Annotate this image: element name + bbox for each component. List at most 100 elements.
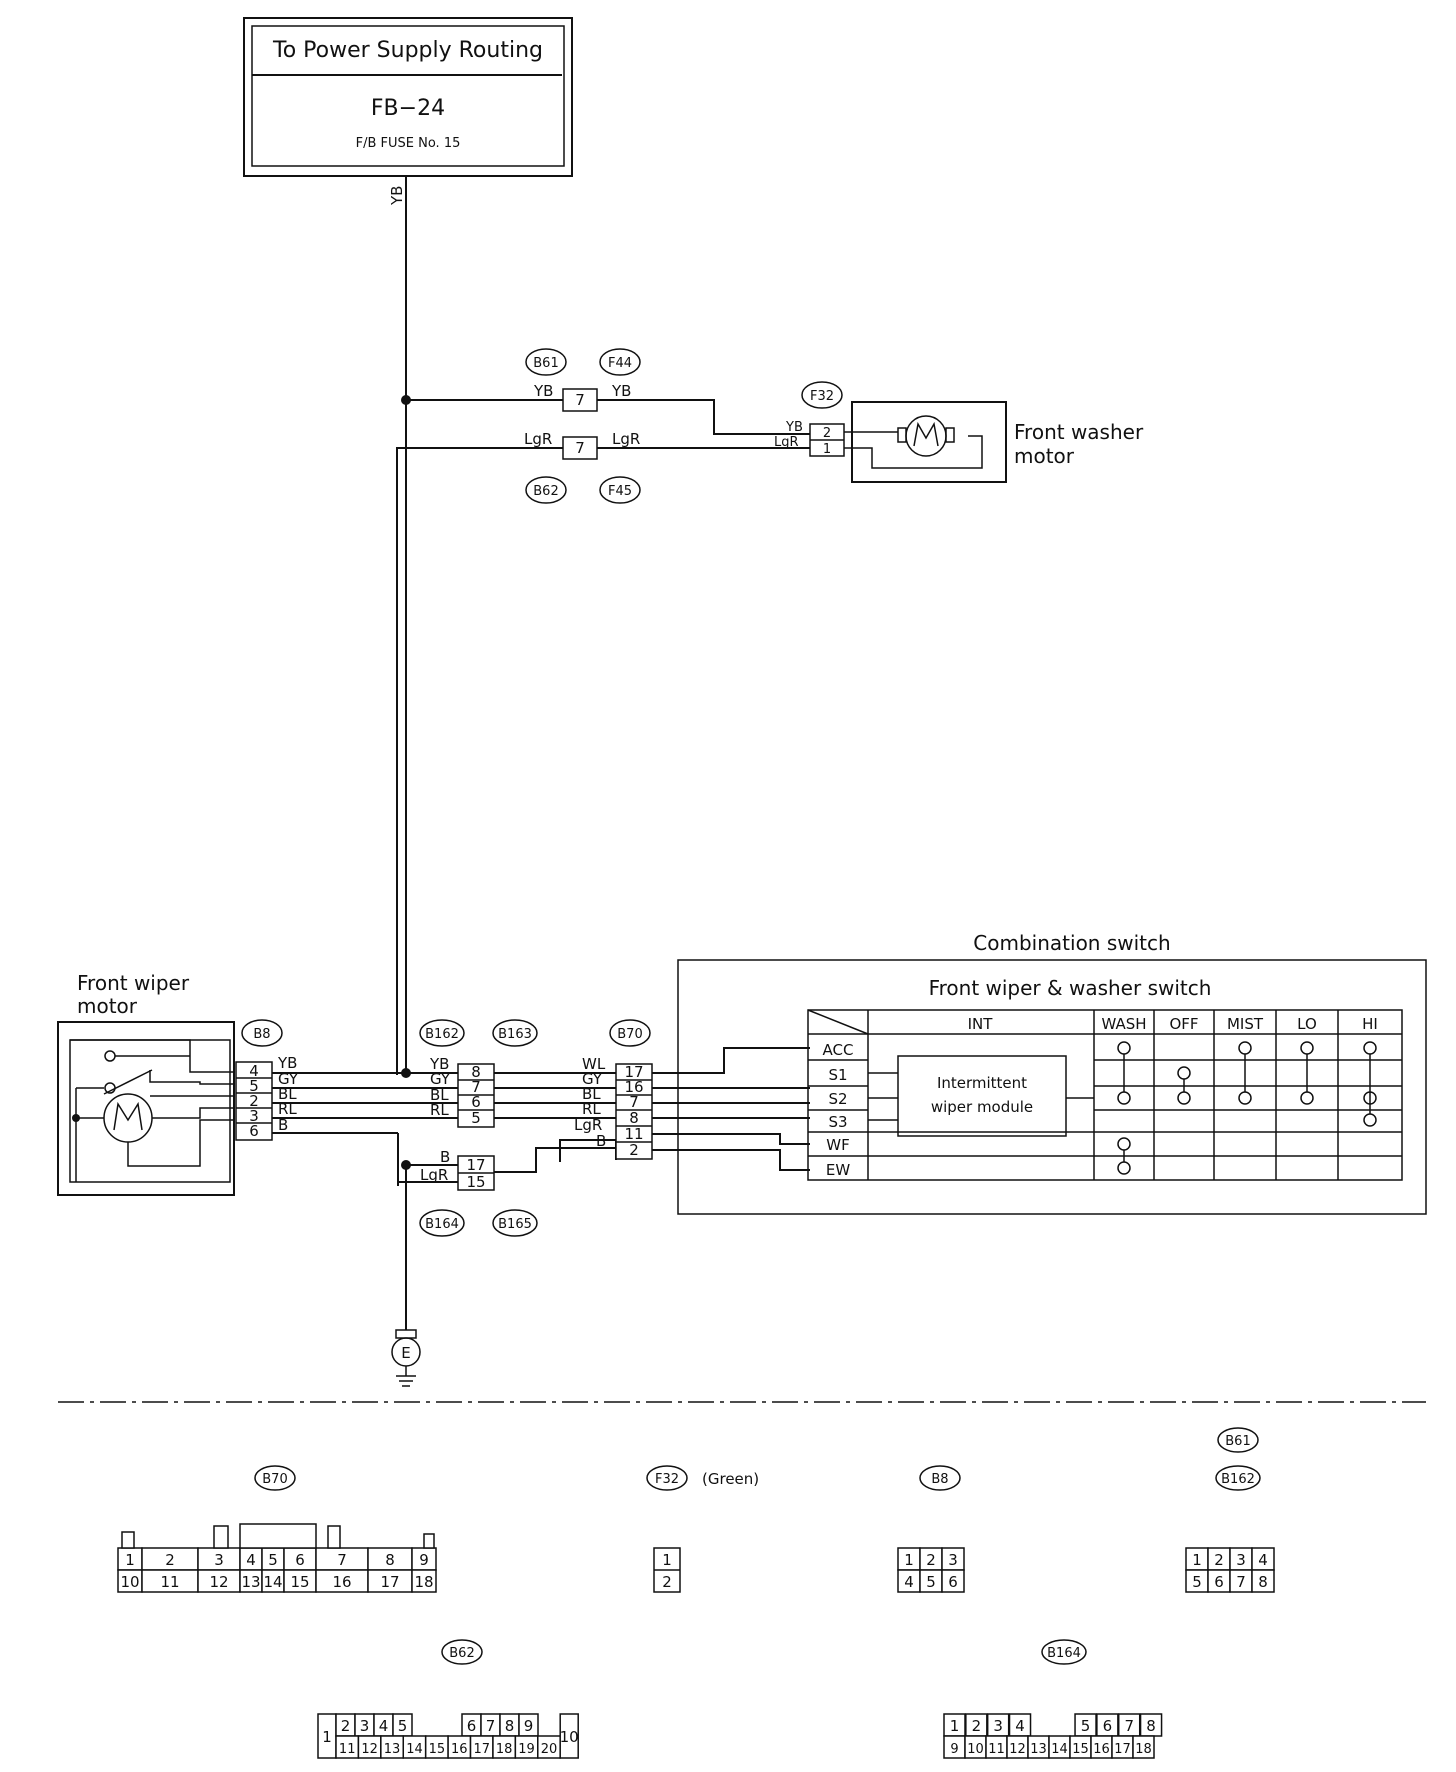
b62-pin-label: 5 — [398, 1717, 408, 1735]
b164-pin-label: 18 — [1135, 1742, 1152, 1757]
b8-pin-2: 2 — [249, 1092, 259, 1110]
b70-pin-8: 8 — [629, 1109, 639, 1127]
b61-pin-label: 7 — [1236, 1573, 1246, 1591]
row-wf: WF — [826, 1136, 849, 1154]
b8-pin-5: 5 — [249, 1077, 259, 1095]
connector-tag-f44: F44 — [608, 356, 632, 371]
b164-pin-label: 15 — [1072, 1742, 1089, 1757]
pin-b62: 7 — [575, 439, 585, 457]
b8-pin-label: 5 — [926, 1573, 936, 1591]
b164-pin-label: 3 — [993, 1717, 1003, 1735]
connector-tag-b8: B8 — [253, 1027, 270, 1042]
b70-wire-wl: WL — [582, 1055, 606, 1073]
connector-b164-b165: 17 15 B LgR B164 B165 — [398, 1148, 538, 1237]
connector-tag-f32: F32 — [810, 389, 834, 404]
b70-pin-label: 6 — [295, 1551, 305, 1569]
front-washer-motor: F32 2 1 YB LgR Front washer motor — [774, 381, 1144, 483]
b164-pin-label: 2 — [972, 1717, 982, 1735]
b70-wire-b: B — [596, 1132, 606, 1150]
b8-cell — [941, 1569, 965, 1593]
b70-latch — [213, 1525, 229, 1549]
b8-pin-3: 3 — [249, 1107, 259, 1125]
fuse-label: F/B FUSE No. 15 — [356, 136, 461, 151]
b62-pin-label: 19 — [518, 1742, 535, 1757]
b62-pin-label: 2 — [341, 1717, 351, 1735]
b70-wire-bl: BL — [582, 1085, 601, 1103]
b70-wire-lgr: LgR — [574, 1116, 602, 1134]
view-tag-b61: B61 — [1225, 1434, 1250, 1449]
view-tag-f32: F32 — [655, 1472, 679, 1487]
b62-pin-label: 17 — [473, 1742, 490, 1757]
b70-pin-label: 10 — [120, 1573, 139, 1591]
washer-wire-yb: YB — [785, 420, 803, 435]
power-supply-box: To Power Supply Routing FB−24 F/B FUSE N… — [243, 17, 573, 177]
b164-pin-label: 13 — [1030, 1742, 1047, 1757]
b62-pin-label: 12 — [361, 1742, 378, 1757]
b70-pin-label: 15 — [290, 1573, 309, 1591]
b164-pin-label: 7 — [1124, 1717, 1134, 1735]
b164-cell — [1132, 1735, 1155, 1759]
b164-pin-label: 12 — [1009, 1742, 1026, 1757]
b70-pin-label: 12 — [209, 1573, 228, 1591]
b70-latch — [121, 1531, 135, 1549]
b162-wire-bl: BL — [430, 1086, 449, 1104]
row-acc: ACC — [823, 1041, 854, 1059]
b164-pin-label: 16 — [1093, 1742, 1110, 1757]
int-header: INT — [968, 1015, 994, 1033]
b8-pin-label: 1 — [904, 1551, 914, 1569]
main-wire-color: YB — [388, 186, 406, 206]
wire-yb-right: YB — [611, 382, 631, 400]
b70-pin-label: 17 — [380, 1573, 399, 1591]
position-hi: HI — [1362, 1015, 1378, 1033]
wiper-harness — [272, 1072, 458, 1134]
wire-yb-left: YB — [533, 382, 553, 400]
module-label-2: wiper module — [931, 1098, 1033, 1116]
b70-pin-17: 17 — [624, 1063, 643, 1081]
b62-pin-label: 7 — [486, 1717, 496, 1735]
b164-pin-label: 1 — [950, 1717, 960, 1735]
b62-pin-label: 1 — [322, 1728, 332, 1746]
b70-pin-11: 11 — [624, 1125, 643, 1143]
b162-pin-6: 6 — [471, 1093, 481, 1111]
switch-contacts — [1117, 1041, 1377, 1175]
connector-tag-f45: F45 — [608, 484, 632, 499]
b61-pin-label: 1 — [1192, 1551, 1202, 1569]
washer-link: B61 F44 B62 F45 7 YB YB 7 LgR LgR — [396, 348, 810, 1075]
connector-tag-b61: B61 — [533, 356, 558, 371]
b164-pin-label: 5 — [1081, 1717, 1091, 1735]
b70-pin-label: 3 — [214, 1551, 224, 1569]
b61-pin-label: 3 — [1236, 1551, 1246, 1569]
b70-pin-label: 4 — [246, 1551, 256, 1569]
b162-wire-rl: RL — [430, 1101, 449, 1119]
b70-pin-16: 16 — [624, 1078, 643, 1096]
b8-wire-yb: YB — [277, 1054, 297, 1072]
position-off: OFF — [1169, 1015, 1198, 1033]
view-tag-b164: B164 — [1047, 1646, 1081, 1661]
f32-color: (Green) — [702, 1470, 759, 1488]
wiper-motor-label-1: Front wiper — [77, 971, 190, 995]
b70-pin-label: 13 — [241, 1573, 260, 1591]
b70-latch — [423, 1533, 435, 1549]
b70-pin-label: 9 — [419, 1551, 429, 1569]
b62-pin-label: 10 — [560, 1728, 579, 1746]
position-lo: LO — [1297, 1015, 1317, 1033]
b8-wire-b: B — [278, 1116, 288, 1134]
b62-pin-label: 6 — [467, 1717, 477, 1735]
b70-pin-2: 2 — [629, 1141, 639, 1159]
b62-pin-label: 4 — [379, 1717, 389, 1735]
b62-pin-label: 9 — [524, 1717, 534, 1735]
ground-symbol: E — [401, 1344, 410, 1362]
b8-pin-label: 4 — [904, 1573, 914, 1591]
position-wash: WASH — [1101, 1015, 1146, 1033]
connector-tag-b70: B70 — [617, 1027, 642, 1042]
row-s2: S2 — [828, 1090, 847, 1108]
b8-pin-6: 6 — [249, 1122, 259, 1140]
b8-pin-4: 4 — [249, 1062, 259, 1080]
b164-pin-label: 6 — [1103, 1717, 1113, 1735]
